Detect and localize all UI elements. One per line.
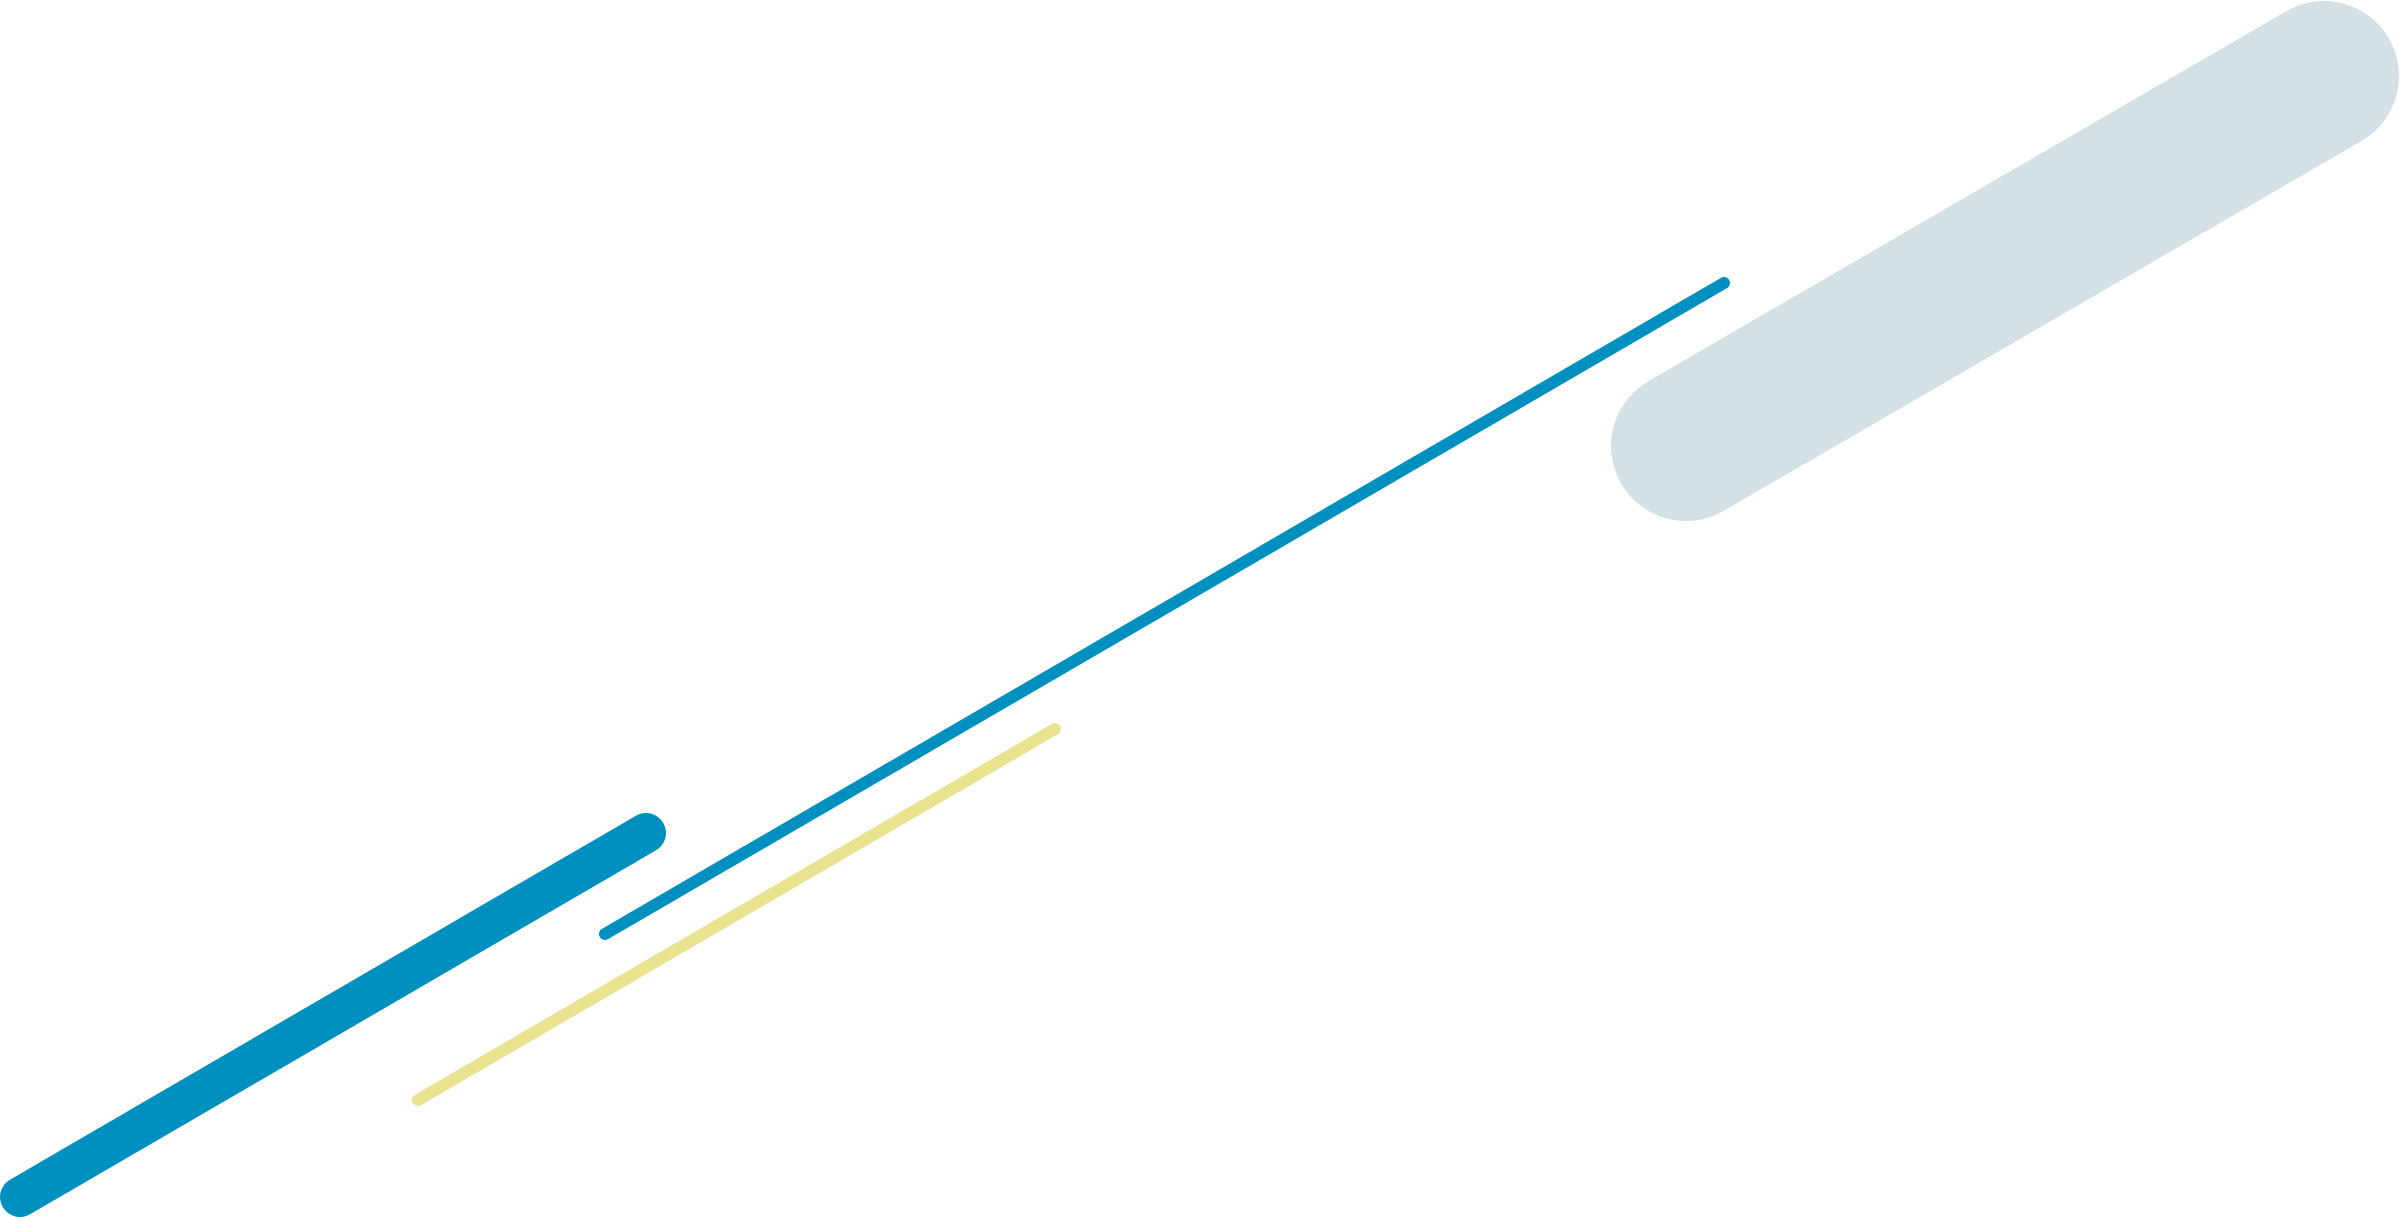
thick-blue-stripe (0, 813, 666, 1217)
pale-yellow-stripe (412, 723, 1061, 1106)
thin-blue-stripe (599, 277, 1730, 940)
pale-slate-stripe (1611, 1, 2399, 521)
